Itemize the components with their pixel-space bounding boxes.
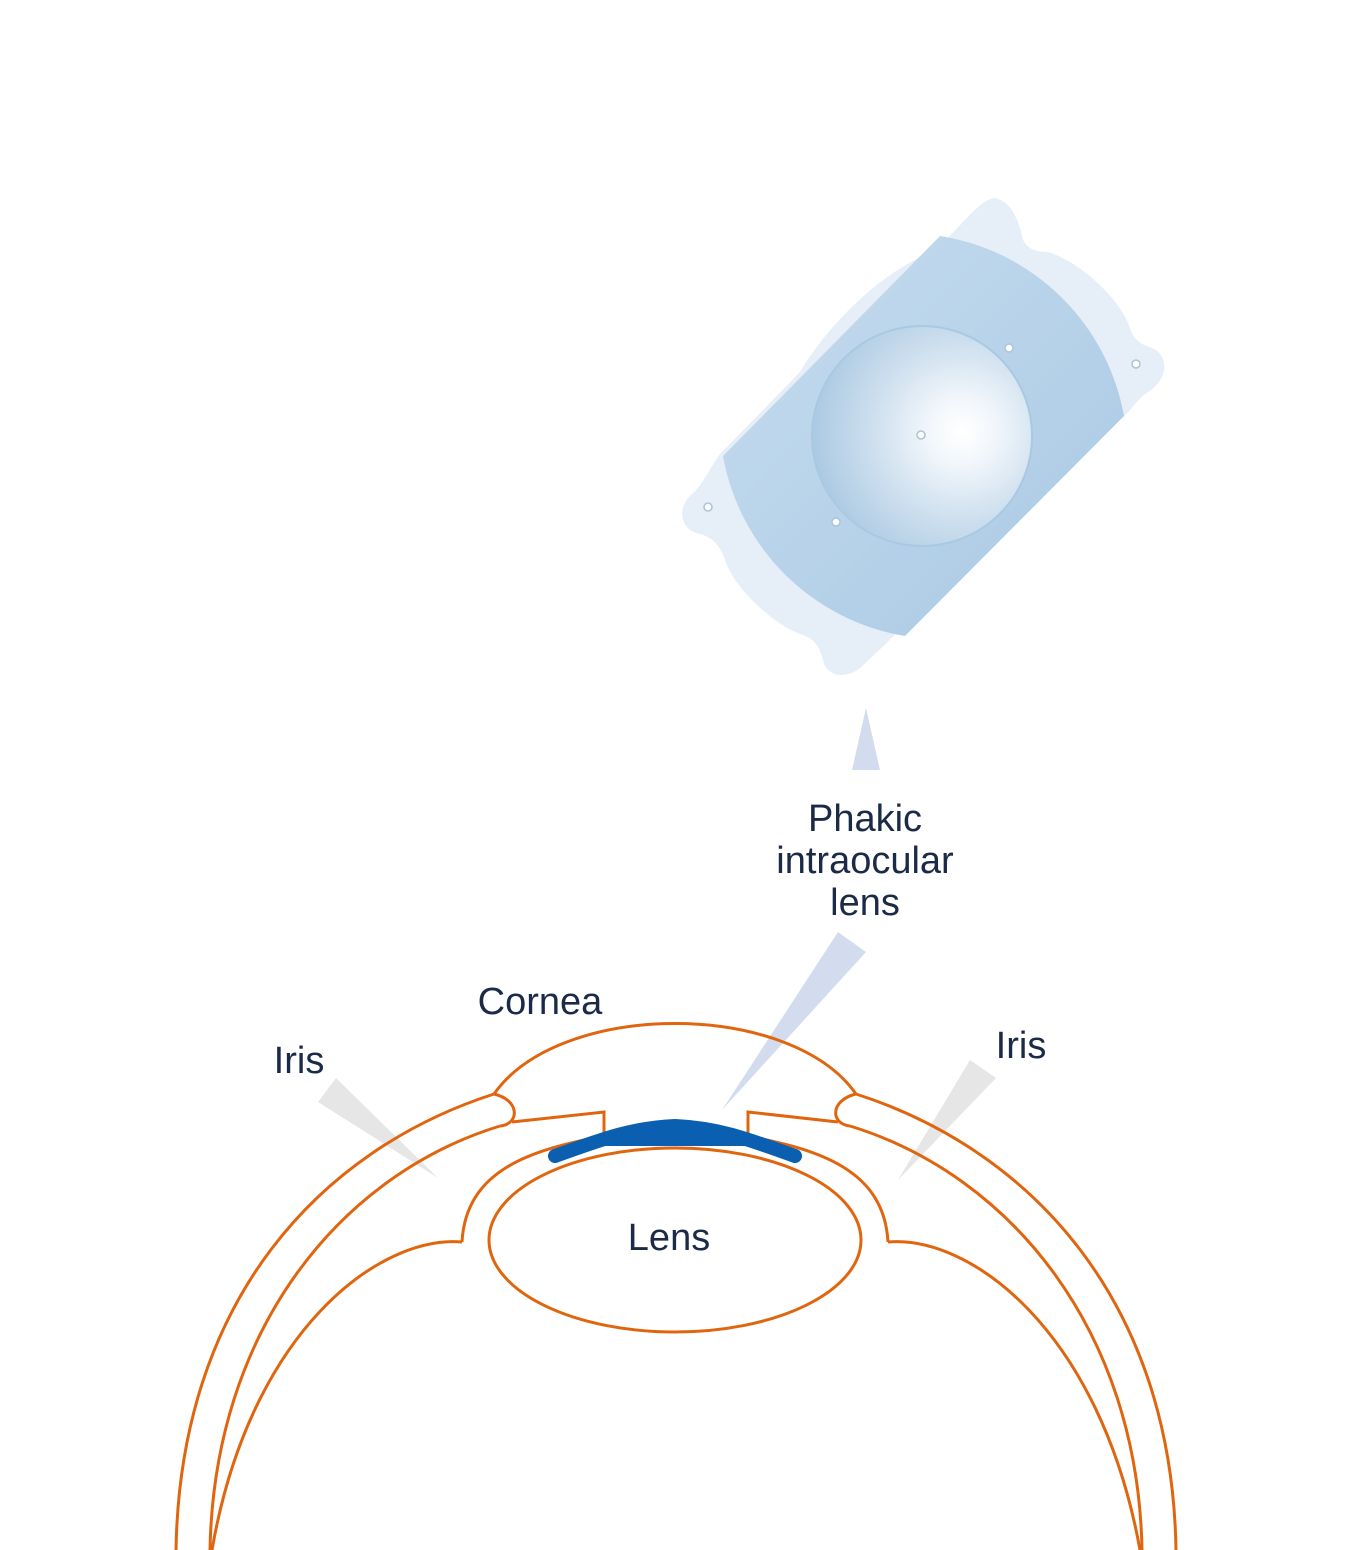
pointer-to-lens-illustration [852, 708, 880, 770]
natural-lens [487, 1146, 863, 1334]
label-phakic-line3: lens [830, 882, 900, 924]
lens-hole [831, 517, 841, 527]
choroid-right [887, 1240, 1142, 1550]
limbus-left [493, 1092, 516, 1128]
sclera-outer [174, 1092, 495, 1550]
implanted-phakic-lens-top [580, 1121, 770, 1146]
sclera-inner [208, 1124, 501, 1550]
lens-hole [916, 430, 926, 440]
lens-hole [703, 502, 713, 512]
label-phakic-line1: Phakic [808, 798, 922, 840]
label-cornea: Cornea [478, 981, 603, 1023]
label-lens: Lens [628, 1217, 710, 1259]
pointer-to-implant [722, 932, 866, 1110]
choroid-left [210, 1240, 463, 1550]
lens-hole [1004, 343, 1014, 353]
label-iris-right: Iris [996, 1025, 1047, 1067]
cornea-outline [492, 1022, 858, 1095]
label-iris-left: Iris [274, 1040, 325, 1082]
label-phakic-line2: intraocular [776, 840, 954, 882]
pointer-iris-left [318, 1078, 438, 1178]
limbus-right [834, 1092, 857, 1128]
lens-hole [1131, 359, 1141, 369]
sclera-inner-right [849, 1124, 1144, 1550]
eye-cross-section [174, 1022, 1178, 1550]
phakic-lens-illustration [682, 198, 1165, 675]
pointer-iris-right [898, 1060, 996, 1180]
sclera-outer-right [855, 1092, 1178, 1550]
